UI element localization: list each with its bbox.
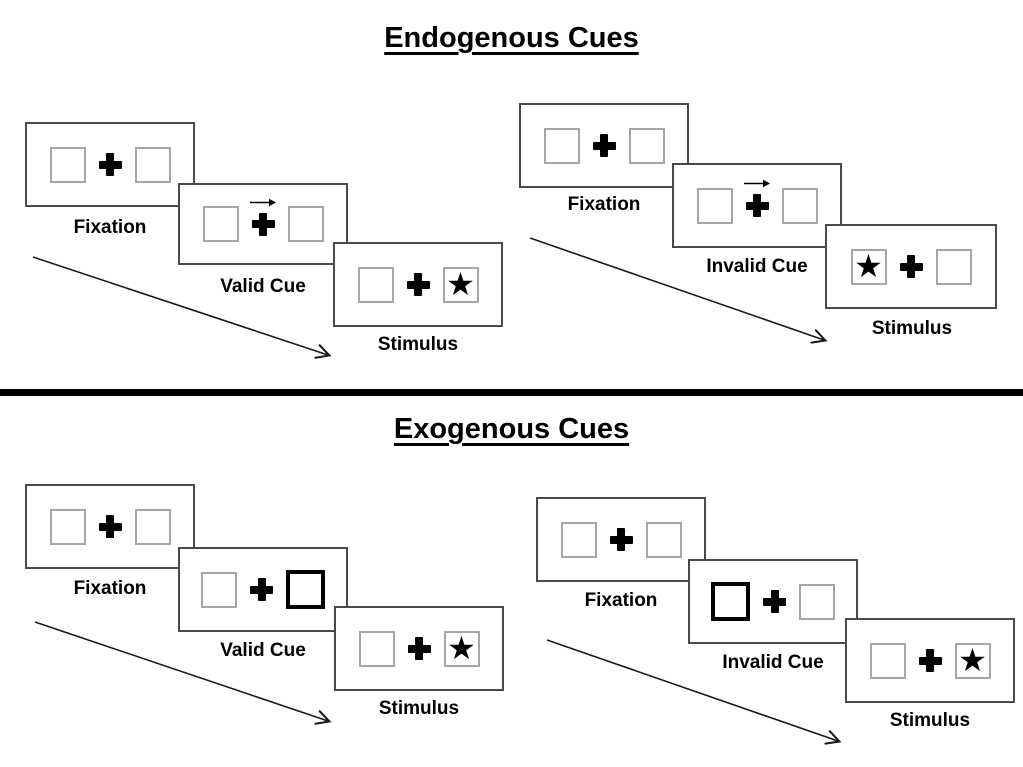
fixation-cross-icon — [250, 198, 276, 236]
placeholder-box — [799, 583, 835, 620]
star-icon: ★ — [854, 247, 883, 284]
placeholder-box — [543, 127, 580, 164]
right-arrow-icon — [250, 198, 276, 206]
placeholder-box — [560, 521, 597, 558]
stimulus-box: ★ — [850, 247, 887, 285]
stimulus-box: ★ — [442, 265, 479, 303]
fixation-card — [25, 122, 195, 207]
stimulus-box: ★ — [443, 629, 480, 667]
timeline-arrow — [32, 256, 332, 359]
fixation-cross-icon — [592, 134, 616, 157]
placeholder-box — [645, 521, 682, 558]
placeholder-box — [49, 508, 86, 545]
fixation-cross-icon — [407, 637, 431, 660]
card-label: Fixation — [584, 590, 658, 611]
placeholder-box — [287, 206, 324, 242]
card-label: Valid Cue — [220, 276, 306, 297]
card-label: Invalid Cue — [722, 652, 824, 673]
right-arrow-icon — [744, 179, 770, 188]
cue-card — [178, 183, 348, 265]
placeholder-box — [869, 642, 906, 679]
placeholder-box — [358, 630, 395, 667]
placeholder-box — [628, 127, 665, 164]
placeholder-box — [134, 508, 171, 545]
cue-card — [688, 559, 858, 644]
card-label: Fixation — [73, 578, 147, 599]
fixation-cross-icon — [250, 578, 273, 601]
star-icon: ★ — [958, 641, 987, 678]
placeholder-box — [781, 187, 818, 224]
fixation-cross-icon — [406, 273, 430, 296]
cue-card — [672, 163, 842, 248]
cue-highlight-box — [711, 582, 750, 621]
card-label: Stimulus — [378, 698, 460, 719]
fixation-cross-icon — [918, 649, 942, 672]
cue-card — [178, 547, 348, 632]
card-label: Fixation — [567, 194, 641, 215]
section-title: Exogenous Cues — [393, 413, 630, 445]
card-label: Stimulus — [377, 334, 459, 355]
fixation-cross-icon — [899, 255, 923, 278]
stimulus-card: ★ — [825, 224, 997, 309]
fixation-card — [25, 484, 195, 569]
section-title: Endogenous Cues — [384, 22, 639, 54]
card-label: Fixation — [73, 217, 147, 238]
section-divider — [0, 389, 1023, 396]
stimulus-card: ★ — [845, 618, 1015, 703]
placeholder-box — [201, 571, 237, 608]
card-label: Stimulus — [889, 710, 971, 731]
fixation-card — [536, 497, 706, 582]
placeholder-box — [49, 146, 86, 183]
star-icon: ★ — [446, 265, 475, 302]
placeholder-box — [134, 146, 171, 183]
card-label: Stimulus — [871, 318, 953, 339]
stimulus-box: ★ — [954, 641, 991, 679]
placeholder-box — [202, 206, 239, 242]
card-label: Invalid Cue — [706, 256, 808, 277]
fixation-cross-icon — [98, 153, 122, 176]
fixation-cross-icon — [744, 179, 770, 217]
timeline-arrow — [34, 621, 332, 725]
fixation-card — [519, 103, 689, 188]
fixation-cross-icon — [609, 528, 633, 551]
fixation-cross-icon — [763, 590, 786, 613]
placeholder-box — [935, 248, 972, 285]
placeholder-box — [357, 266, 394, 303]
stimulus-card: ★ — [334, 606, 504, 691]
stimulus-card: ★ — [333, 242, 503, 327]
star-icon: ★ — [447, 629, 476, 666]
card-label: Valid Cue — [220, 640, 306, 661]
timeline-arrow — [529, 237, 828, 344]
fixation-cross-icon — [98, 515, 122, 538]
cue-highlight-box — [286, 570, 325, 609]
placeholder-box — [696, 187, 733, 224]
